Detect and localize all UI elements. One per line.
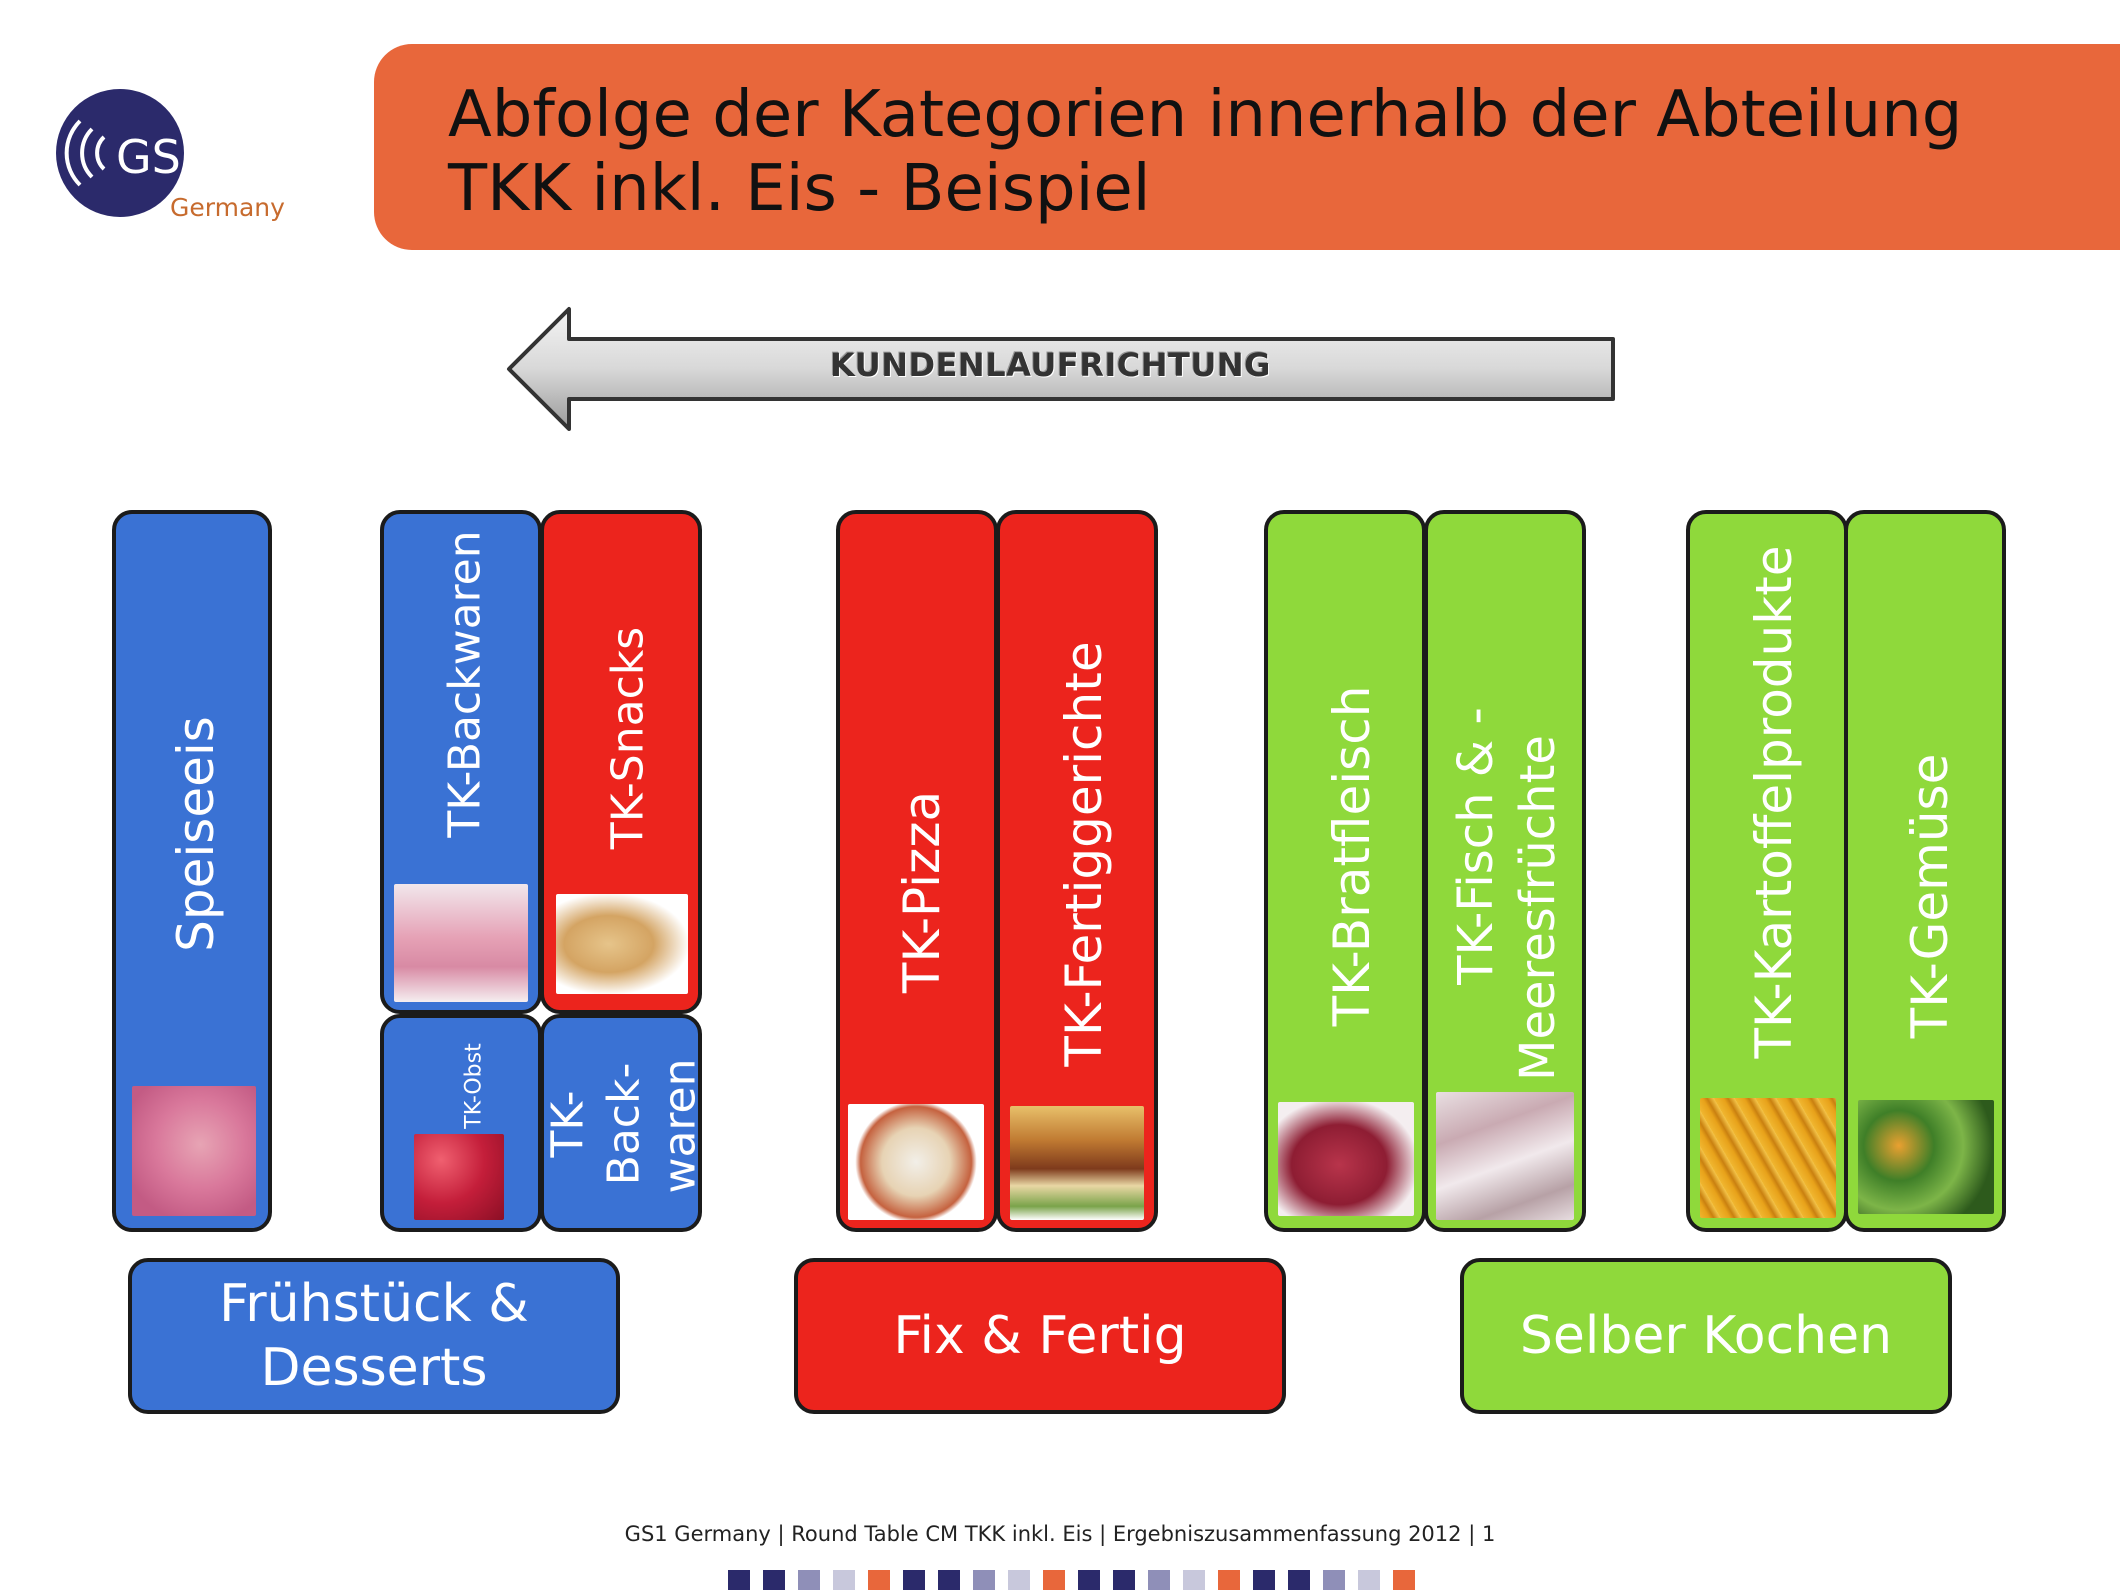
label-tk-fisch-1: TK-Fisch & - bbox=[1448, 707, 1504, 985]
raspberries-photo bbox=[414, 1134, 504, 1220]
column-speiseeis: Speiseeis bbox=[112, 510, 272, 1232]
left-arrow-icon bbox=[507, 307, 1615, 431]
label-tk-pizza: TK-Pizza bbox=[893, 790, 951, 994]
column-tk-fisch: TK-Fisch & - Meeresfrüchte bbox=[1424, 510, 1586, 1232]
group-selber-kochen-label: Selber Kochen bbox=[1519, 1306, 1893, 1366]
column-tk-pizza: TK-Pizza bbox=[836, 510, 998, 1232]
ice-cream-photo bbox=[132, 1086, 256, 1216]
group-fix-fertig: Fix & Fertig bbox=[794, 1258, 1286, 1414]
label-tk-gemuese: TK-Gemüse bbox=[1901, 753, 1959, 1039]
fries-photo bbox=[1700, 1098, 1836, 1218]
lasagne-photo bbox=[1010, 1106, 1144, 1220]
column-tk-gemuese: TK-Gemüse bbox=[1844, 510, 2006, 1232]
label-speiseeis: Speiseeis bbox=[167, 716, 225, 952]
svg-text:GS1: GS1 bbox=[116, 130, 210, 184]
group-fruehstueck-desserts: Frühstück & Desserts bbox=[128, 1258, 620, 1414]
column-tk-bratfleisch: TK-Bratfleisch bbox=[1264, 510, 1426, 1232]
cake-photo bbox=[394, 884, 528, 1002]
column-tk-obst: TK-Obst bbox=[380, 1014, 542, 1232]
group-fix-fertig-label: Fix & Fertig bbox=[893, 1306, 1187, 1366]
page-title-line-2: TKK inkl. Eis - Beispiel bbox=[448, 152, 1151, 226]
group-fruehstueck-line-2: Desserts bbox=[260, 1338, 488, 1398]
label-tk-back-waren-2: Back- bbox=[598, 1062, 650, 1186]
label-tk-fisch-2: Meeresfrüchte bbox=[1510, 735, 1566, 1081]
label-tk-back-waren-1: TK- bbox=[542, 1090, 594, 1158]
label-tk-fertiggerichte: TK-Fertiggerichte bbox=[1055, 641, 1113, 1067]
title-banner bbox=[374, 44, 2120, 250]
column-tk-snacks: TK-Snacks bbox=[540, 510, 702, 1014]
logo-germany-text: Germany bbox=[170, 193, 285, 222]
group-fruehstueck-line-1: Frühstück & bbox=[219, 1274, 529, 1334]
label-tk-backwaren: TK-Backwaren bbox=[439, 530, 491, 838]
fish-photo bbox=[1436, 1092, 1574, 1220]
vegetables-photo bbox=[1858, 1100, 1994, 1214]
label-tk-back-waren-3: waren bbox=[654, 1058, 702, 1194]
snacks-photo bbox=[556, 894, 688, 994]
customer-direction-label: KUNDENLAUFRICHTUNG bbox=[830, 346, 1271, 384]
page-title-line-1: Abfolge der Kategorien innerhalb der Abt… bbox=[448, 78, 1963, 152]
pizza-photo bbox=[848, 1104, 984, 1220]
footer-text: GS1 Germany | Round Table CM TKK inkl. E… bbox=[624, 1522, 1496, 1546]
column-tk-kartoffelprodukte: TK-Kartoffelprodukte bbox=[1686, 510, 1848, 1232]
group-selber-kochen: Selber Kochen bbox=[1460, 1258, 1952, 1414]
gs1-logo: GS1 bbox=[56, 89, 210, 217]
label-tk-kartoffelprodukte: TK-Kartoffelprodukte bbox=[1745, 545, 1803, 1059]
column-tk-back-waren: TK- Back- waren bbox=[540, 1014, 702, 1232]
footer-decor-bar bbox=[728, 1570, 1428, 1590]
column-tk-backwaren: TK-Backwaren bbox=[380, 510, 542, 1014]
label-tk-bratfleisch: TK-Bratfleisch bbox=[1323, 685, 1381, 1027]
label-tk-obst: TK-Obst bbox=[461, 1043, 487, 1129]
column-tk-fertiggerichte: TK-Fertiggerichte bbox=[996, 510, 1158, 1232]
label-tk-snacks: TK-Snacks bbox=[602, 626, 654, 850]
meat-photo bbox=[1278, 1102, 1414, 1216]
